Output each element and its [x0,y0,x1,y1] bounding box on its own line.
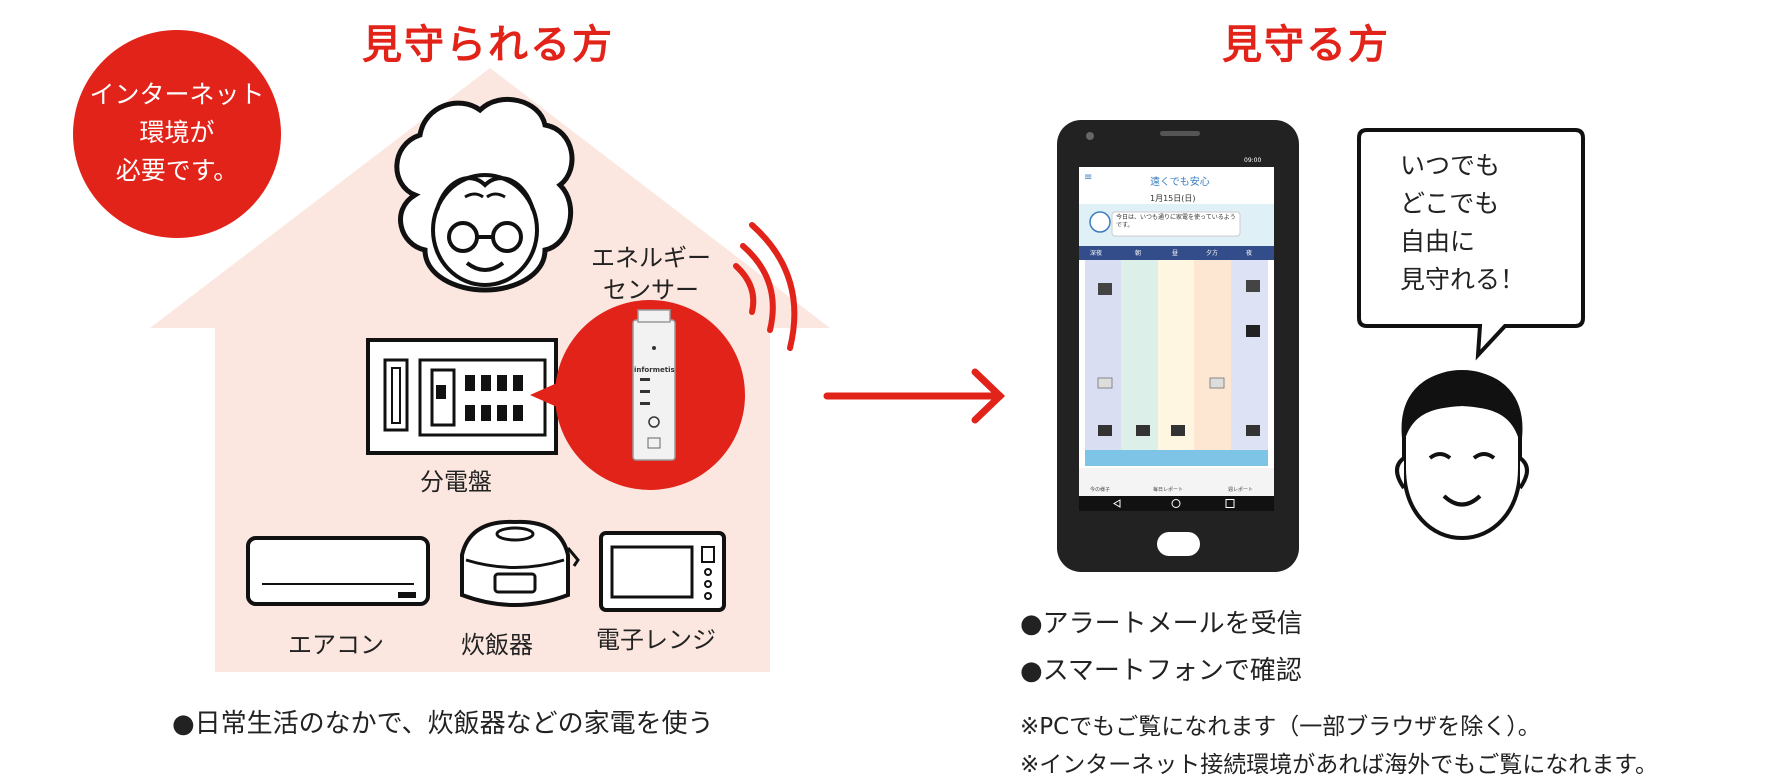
internet-required-badge [73,30,281,238]
app-header: 遠くでも安心 [1150,177,1210,188]
smartphone-icon [1057,120,1299,572]
wireless-signal-icon [733,222,798,351]
sensor-brand: informetis [634,366,675,374]
energy-sensor-callout [530,300,745,490]
sensor-label-line: センサー [603,276,699,304]
status-time: 09:00 [1244,157,1262,164]
bottom-tab[interactable]: 毎日レポート [1153,487,1184,493]
period-tab[interactable]: 昼 [1172,250,1179,257]
watched-person-title: 見守られる方 [362,22,614,68]
microwave-label: 電子レンジ [596,626,716,654]
microwave-icon [599,531,726,612]
rice-cooker-icon [460,519,580,607]
distribution-panel-icon [366,338,558,455]
distribution-panel-label: 分電盤 [420,468,492,496]
energy-sensor-label: エネルギー センサー [591,242,711,306]
speech-line: 自由に [1400,227,1476,256]
period-tab[interactable]: 深夜 [1090,250,1103,257]
grandmother-icon [394,96,575,293]
air-conditioner-icon [246,536,430,606]
rice-cooker-label: 炊飯器 [461,631,533,659]
left-caption: ●日常生活のなかで、炊飯器などの家電を使う [172,709,714,739]
air-conditioner-label: エアコン [288,631,384,659]
speech-line: どこでも [1400,189,1500,218]
grandfather-icon [1395,370,1529,541]
flow-arrow-icon [823,368,1006,424]
bullet-alert-mail: ●アラートメールを受信 [1020,609,1303,639]
period-tab[interactable]: 夜 [1246,250,1253,257]
watcher-title: 見守る方 [1222,22,1390,68]
bullet-smartphone: ●スマートフォンで確認 [1020,656,1302,686]
badge-line: 必要です。 [115,156,239,185]
bottom-tab[interactable]: 今の様子 [1090,487,1111,493]
app-message: 今日は、いつも通りに家電を使っているようです。 [1116,214,1236,229]
badge-text: インターネット 環境が 必要です。 [73,76,281,190]
period-tab[interactable]: 朝 [1135,250,1142,257]
speech-line: 見守れる！ [1400,265,1526,294]
speech-line: いつでも [1400,151,1501,180]
badge-line: 環境が [139,118,215,147]
speech-bubble [1357,128,1585,361]
badge-line: インターネット [89,80,265,109]
app-date[interactable]: 1月15日(日) [1150,194,1196,203]
note-pc: ※PCでもご覧になれます（一部ブラウザを除く）。 [1020,714,1541,740]
note-overseas: ※インターネット接続環境があれば海外でもご覧になれます。 [1020,752,1658,778]
speech-text: いつでも どこでも 自由に 見守れる！ [1400,147,1525,299]
bottom-tab[interactable]: 週レポート [1228,487,1254,493]
period-tab[interactable]: 夕方 [1206,250,1219,257]
sensor-label-line: エネルギー [591,244,711,272]
menu-icon[interactable]: ≡ [1084,172,1093,183]
